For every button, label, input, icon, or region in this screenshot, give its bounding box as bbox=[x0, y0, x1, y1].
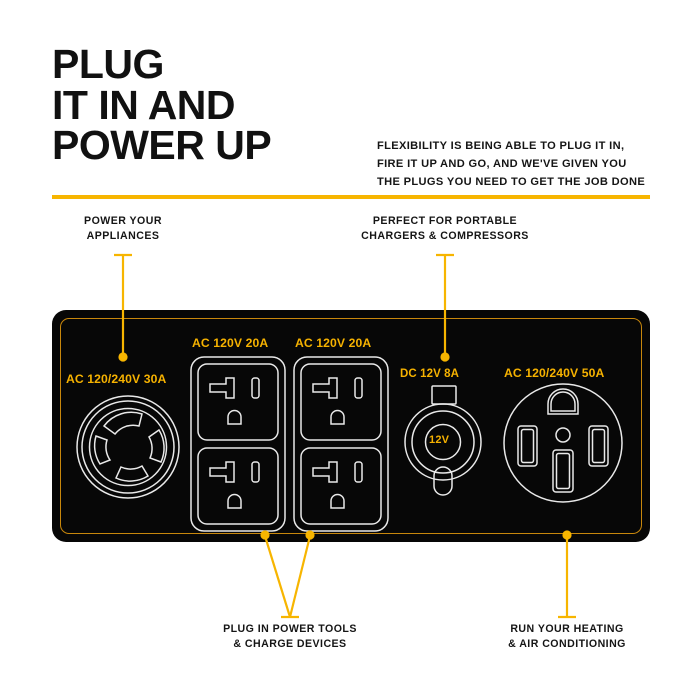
nema-14-50r-icon bbox=[503, 383, 623, 503]
dc-socket-inner-label: 12V bbox=[429, 434, 450, 446]
callout-perfect-for-portable-chargers: PERFECT FOR PORTABLE CHARGERS & COMPRESS… bbox=[345, 214, 545, 244]
duplex-outlet-icon bbox=[293, 356, 389, 532]
outlet-dc-12v[interactable]: 12V bbox=[402, 384, 484, 496]
callout-line-2: APPLIANCES bbox=[86, 230, 160, 243]
intro-paragraph: FLEXIBILITY IS BEING ABLE TO PLUG IT IN,… bbox=[377, 138, 662, 192]
generator-outlet-panel: AC 120/240V 30A AC 120V 20A bbox=[52, 310, 650, 542]
outlet-label-nema-14-50r: AC 120/240V 50A bbox=[504, 366, 605, 380]
callout-plug-in-power-tools: PLUG IN POWER TOOLS & CHARGE DEVICES bbox=[190, 622, 390, 652]
callout-line-2: CHARGERS & COMPRESSORS bbox=[361, 230, 529, 243]
callout-line-2: & AIR CONDITIONING bbox=[508, 638, 626, 651]
outlet-label-dc-12v: DC 12V 8A bbox=[400, 368, 460, 380]
leader-line-tools-left bbox=[263, 535, 292, 618]
outlet-duplex-20a-right[interactable] bbox=[293, 356, 389, 532]
outlet-nema-14-50r[interactable] bbox=[502, 382, 624, 504]
outlet-label-duplex-20a-left: AC 120V 20A bbox=[192, 336, 269, 350]
leader-terminal-ticks bbox=[114, 253, 576, 619]
headline-line-2: IT IN AND bbox=[52, 81, 236, 128]
twist-lock-icon bbox=[76, 395, 180, 499]
intro-line-1: FLEXIBILITY IS BEING ABLE TO PLUG IT IN, bbox=[377, 140, 625, 152]
duplex-outlet-icon bbox=[190, 356, 286, 532]
outlet-duplex-20a-left[interactable] bbox=[190, 356, 286, 532]
outlet-label-twist-lock-30a: AC 120/240V 30A bbox=[66, 372, 167, 386]
headline-line-3: POWER UP bbox=[52, 122, 272, 169]
leader-endpoint-dots bbox=[118, 352, 572, 540]
callout-line-2: & CHARGE DEVICES bbox=[233, 638, 347, 651]
headline-line-1: PLUG bbox=[52, 41, 164, 87]
intro-line-3: THE PLUGS YOU NEED TO GET THE JOB DONE bbox=[377, 175, 646, 188]
intro-line-2: FIRE IT UP AND GO, AND WE'VE GIVEN YOU bbox=[377, 157, 627, 170]
dc-socket-icon bbox=[404, 385, 482, 496]
callout-power-your-appliances: POWER YOUR APPLIANCES bbox=[23, 214, 223, 244]
callout-line-1: PERFECT FOR PORTABLE bbox=[372, 215, 518, 227]
callout-line-1: POWER YOUR bbox=[84, 215, 162, 227]
panel-inner-border bbox=[60, 318, 642, 534]
outlet-twist-lock-30a[interactable] bbox=[74, 388, 182, 506]
leader-line-tools-right bbox=[288, 535, 312, 618]
callout-line-1: RUN YOUR HEATING bbox=[510, 623, 624, 635]
callout-line-1: PLUG IN POWER TOOLS bbox=[223, 623, 357, 635]
callout-run-your-heating: RUN YOUR HEATING & AIR CONDITIONING bbox=[467, 622, 667, 652]
outlet-label-duplex-20a-right: AC 120V 20A bbox=[295, 336, 372, 350]
page-title: PLUG IT IN AND POWER UP bbox=[52, 44, 382, 166]
header-divider bbox=[52, 195, 650, 199]
